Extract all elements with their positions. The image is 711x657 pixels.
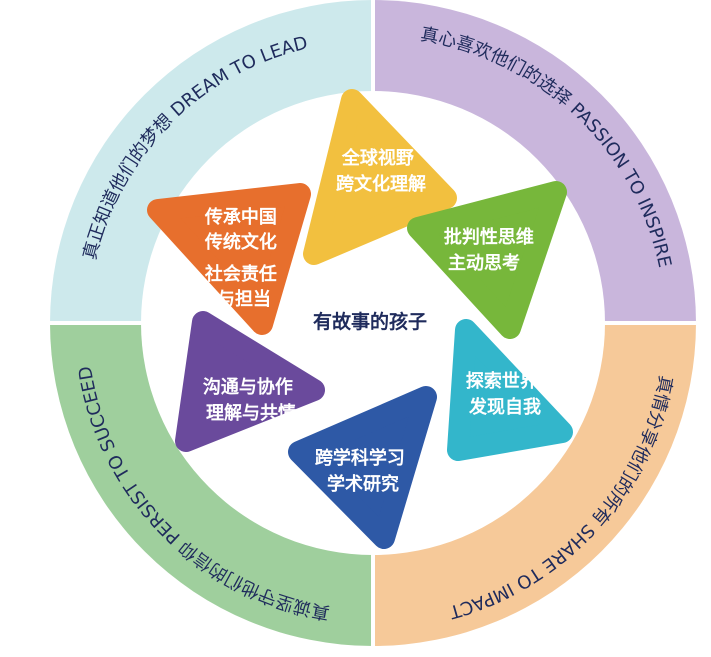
petal-communication-collaboration-text: 沟通与协作 理解与共情: [203, 376, 299, 424]
petal-chinese-culture: 传承中国 传统文化 社会责任 与担当: [147, 183, 311, 335]
petal-global-vision: 全球视野 跨文化理解: [303, 89, 457, 265]
petal-critical-thinking-text: 批判性思维 主动思考: [444, 226, 540, 274]
petal-chinese-culture-text: 传承中国 传统文化 社会责任 与担当: [204, 206, 283, 310]
petal-explore-world-text: 探索世界 发现自我: [466, 370, 544, 418]
petal-interdisciplinary-learning-text: 跨学科学习 学术研究: [315, 447, 411, 495]
petal-communication-collaboration: 沟通与协作 理解与共情: [175, 311, 325, 452]
petal-critical-thinking: 批判性思维 主动思考: [407, 181, 567, 339]
center-label: 有故事的孩子: [313, 310, 427, 333]
petal-interdisciplinary-learning: 跨学科学习 学术研究: [288, 386, 437, 549]
petal-global-vision-text: 全球视野 跨文化理解: [336, 147, 426, 195]
petal-explore-world: 探索世界 发现自我: [447, 319, 573, 461]
